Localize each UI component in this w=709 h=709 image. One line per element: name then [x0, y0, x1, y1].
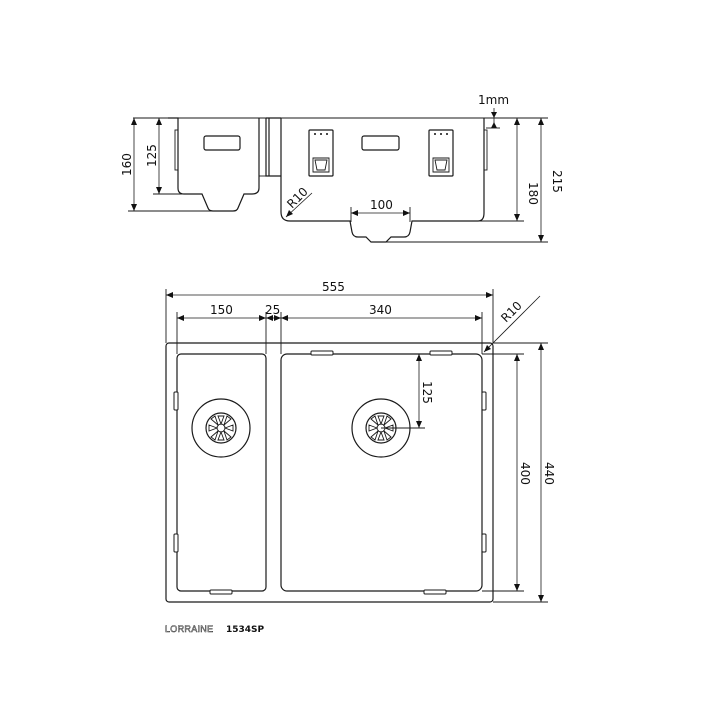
side-view: 1mm 160 125 180 215 R10 100: [120, 93, 564, 243]
overflow-slot-small: [203, 135, 241, 151]
sink-outer-rim: [165, 342, 494, 603]
dim-r10-top: R10: [498, 299, 525, 326]
brand-label: LORRAINE 1534SP: [165, 624, 265, 635]
dim-1mm: 1mm: [478, 93, 509, 107]
drain-small-bowl: [191, 398, 251, 458]
mounting-clips: [173, 350, 487, 595]
dim-215: 215: [550, 170, 564, 193]
dim-150: 150: [210, 303, 233, 317]
brand-name: LORRAINE: [165, 624, 213, 634]
dim-400: 400: [518, 462, 532, 485]
model-number: 1534SP: [226, 625, 265, 635]
large-bowl: [280, 353, 483, 592]
dim-180: 180: [526, 182, 540, 205]
dim-555: 555: [322, 280, 345, 294]
top-view: 555 150 25 340 R10 125 400 440: [165, 280, 556, 603]
overflow-slot-large: [361, 135, 400, 151]
dim-440: 440: [542, 462, 556, 485]
dim-r10-side: R10: [284, 185, 311, 212]
dim-125-top: 125: [420, 381, 434, 404]
small-bowl: [176, 353, 267, 592]
small-bowl-profile: [168, 117, 260, 212]
dim-340: 340: [369, 303, 392, 317]
dim-100: 100: [370, 198, 393, 212]
dim-25: 25: [265, 303, 280, 317]
mounting-bracket-left: [308, 129, 334, 177]
dim-160: 160: [120, 153, 134, 176]
mounting-bracket-right: [428, 129, 454, 177]
dim-125-side: 125: [145, 144, 159, 167]
